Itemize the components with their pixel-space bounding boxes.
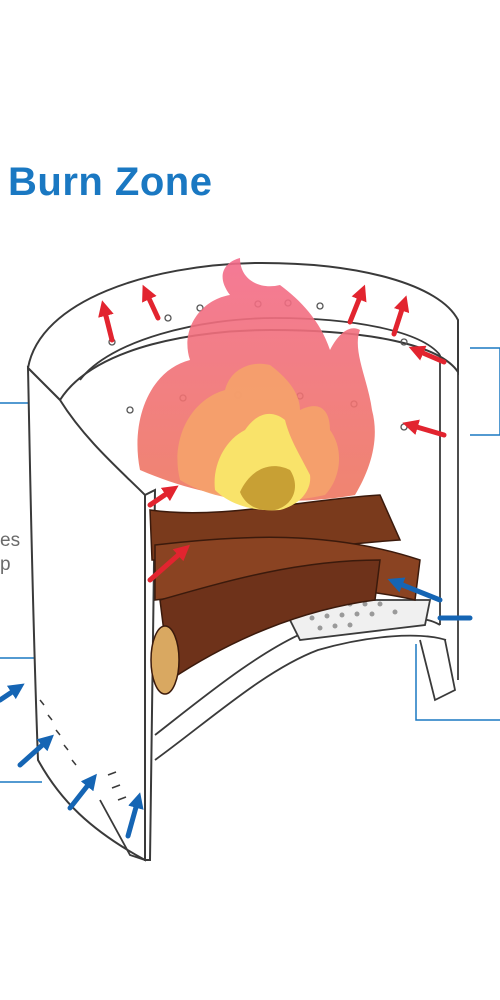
outer-wall bbox=[26, 365, 146, 862]
hot-arrow-right-upper bbox=[408, 345, 447, 365]
hot-arrow-top-1 bbox=[98, 300, 115, 343]
flame-icon bbox=[137, 258, 375, 511]
vent-slots bbox=[39, 699, 127, 801]
hot-air-arrow-icon bbox=[98, 284, 447, 583]
leg-left bbox=[99, 799, 146, 861]
callout-bracket-right-bottom bbox=[415, 644, 500, 721]
log-3 bbox=[159, 559, 381, 682]
log-end bbox=[150, 625, 180, 695]
cool-air-arrow-icon bbox=[0, 577, 473, 839]
cool-arrow-4 bbox=[125, 792, 144, 839]
callout-text-fragment-2: p bbox=[0, 554, 11, 575]
cool-arrow-2 bbox=[17, 734, 54, 768]
leg-right bbox=[419, 639, 457, 702]
callout-bracket-right-top bbox=[470, 347, 500, 436]
hot-arrow-left-upper bbox=[147, 485, 179, 508]
hot-arrow-right-lower bbox=[402, 419, 447, 438]
base-tray-lower bbox=[154, 634, 447, 761]
wood-logs bbox=[149, 494, 421, 695]
hot-arrow-top-2 bbox=[142, 284, 161, 321]
page-title: Burn Zone bbox=[8, 160, 213, 204]
callout-text-fragment-1: es bbox=[0, 530, 21, 551]
cool-arrow-inner bbox=[387, 577, 443, 603]
callout-lines bbox=[0, 347, 500, 783]
cool-arrow-3 bbox=[67, 773, 97, 811]
airflow-channels bbox=[147, 327, 447, 793]
cool-arrow-1 bbox=[0, 683, 25, 703]
hot-arrow-left-lower bbox=[147, 544, 190, 583]
flame-ember bbox=[240, 466, 295, 511]
hot-arrow-top-3 bbox=[347, 284, 367, 325]
hot-arrow-top-4 bbox=[391, 295, 410, 337]
